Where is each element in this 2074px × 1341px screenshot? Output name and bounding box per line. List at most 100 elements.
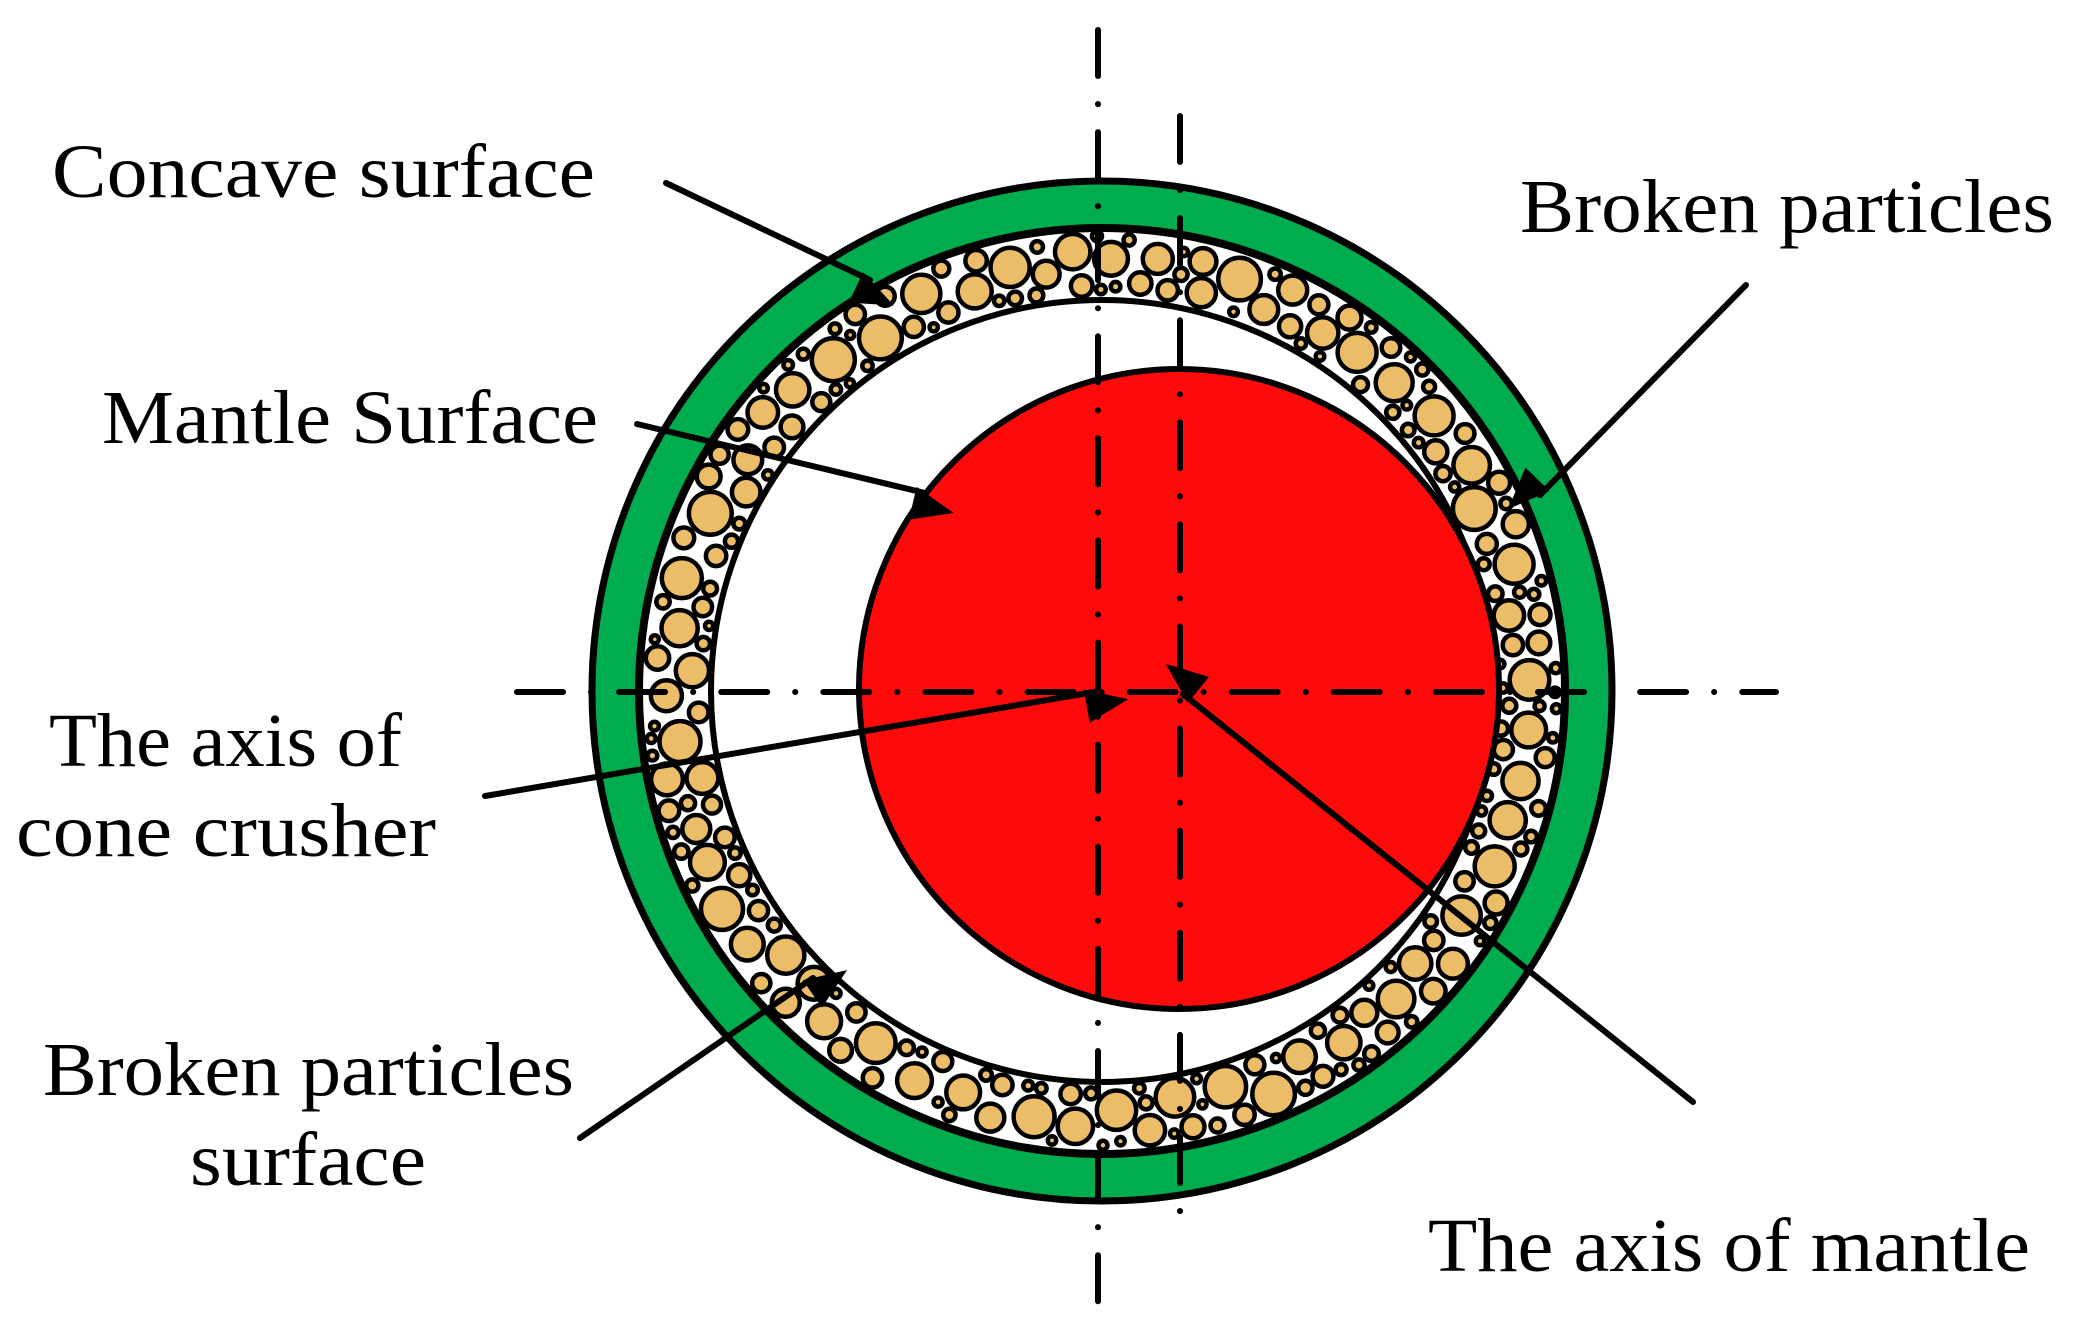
particle — [1179, 1113, 1207, 1141]
particle — [1451, 444, 1493, 486]
particle — [1137, 1094, 1155, 1112]
particle — [745, 394, 781, 430]
particle — [680, 812, 713, 846]
particle — [894, 1060, 935, 1101]
particle — [1453, 869, 1476, 893]
particle — [1293, 336, 1309, 351]
particle — [1029, 238, 1046, 255]
particle — [1167, 1127, 1181, 1141]
particle — [1549, 702, 1563, 716]
particle — [1058, 1081, 1084, 1107]
particle — [978, 1066, 995, 1083]
particle — [1091, 239, 1131, 278]
particle — [781, 357, 796, 372]
particle — [1491, 598, 1527, 633]
particle — [827, 321, 843, 337]
particle — [1474, 531, 1500, 557]
particle — [1310, 1063, 1336, 1089]
particle — [1383, 959, 1398, 975]
arrow-broken-particles-surface — [577, 970, 848, 1141]
particle — [1500, 696, 1519, 716]
particle — [654, 592, 672, 611]
particle — [1526, 586, 1542, 602]
particle — [1307, 292, 1331, 317]
particle — [729, 475, 763, 509]
label-concave-surface: Concave surface — [52, 130, 595, 214]
particle — [698, 885, 746, 933]
particle — [744, 882, 761, 898]
particle — [810, 390, 833, 414]
particle — [765, 916, 784, 934]
particle — [829, 986, 843, 1001]
particle — [963, 247, 990, 274]
particle — [1462, 838, 1481, 856]
particle — [915, 1045, 929, 1059]
particle — [686, 489, 734, 537]
particle — [1450, 484, 1498, 533]
particle — [974, 1101, 1007, 1134]
particle — [746, 898, 771, 923]
particle — [1006, 289, 1025, 308]
particle — [1411, 435, 1426, 450]
particle — [1421, 437, 1450, 466]
particle — [931, 1095, 945, 1109]
particle — [1498, 495, 1515, 512]
particle — [1267, 266, 1284, 283]
particle — [1485, 584, 1505, 604]
particle — [1545, 730, 1560, 745]
particle — [1093, 282, 1108, 297]
particle — [656, 798, 682, 824]
particle — [899, 272, 943, 316]
particle — [1509, 710, 1549, 750]
particle — [955, 272, 994, 311]
particle — [1045, 1133, 1059, 1147]
particle — [1403, 350, 1418, 364]
arrow-mantle-surface — [634, 421, 954, 520]
particle — [804, 1002, 844, 1041]
particle — [703, 543, 729, 569]
particle — [1202, 1063, 1249, 1110]
particle — [1525, 629, 1553, 657]
particle — [657, 718, 703, 765]
particle — [1469, 822, 1488, 840]
particle — [659, 607, 700, 649]
particle — [1413, 361, 1431, 378]
particle — [1232, 1102, 1257, 1128]
particle — [659, 555, 705, 601]
particle — [1472, 844, 1517, 889]
particle — [1330, 1005, 1350, 1025]
particle — [1276, 312, 1304, 340]
particle — [686, 700, 711, 725]
particle — [1243, 1053, 1267, 1077]
particle — [684, 759, 721, 797]
particle — [843, 328, 857, 342]
particle — [1011, 1093, 1057, 1140]
particle — [1350, 374, 1371, 395]
particle — [1421, 928, 1446, 953]
particle — [1226, 305, 1241, 319]
particle — [1275, 273, 1310, 307]
particle — [1187, 245, 1219, 278]
particle — [1335, 303, 1364, 332]
particle — [1351, 1057, 1367, 1073]
particle — [940, 1106, 958, 1124]
particle — [1068, 272, 1095, 300]
particle — [1280, 1038, 1319, 1076]
particle — [988, 245, 1032, 290]
particle — [1475, 555, 1492, 573]
arrow-concave-surface — [663, 180, 894, 306]
particle — [927, 320, 941, 334]
particle — [856, 314, 905, 362]
particle — [1296, 1078, 1315, 1098]
particle — [702, 619, 716, 633]
leader-lines — [482, 180, 1749, 1141]
particle — [860, 1065, 885, 1090]
particle — [1096, 1138, 1110, 1153]
particle — [1533, 745, 1557, 770]
particle — [1383, 403, 1402, 422]
particle — [764, 934, 807, 976]
particle — [843, 376, 857, 390]
particle — [1482, 889, 1510, 917]
particle — [1492, 542, 1536, 586]
